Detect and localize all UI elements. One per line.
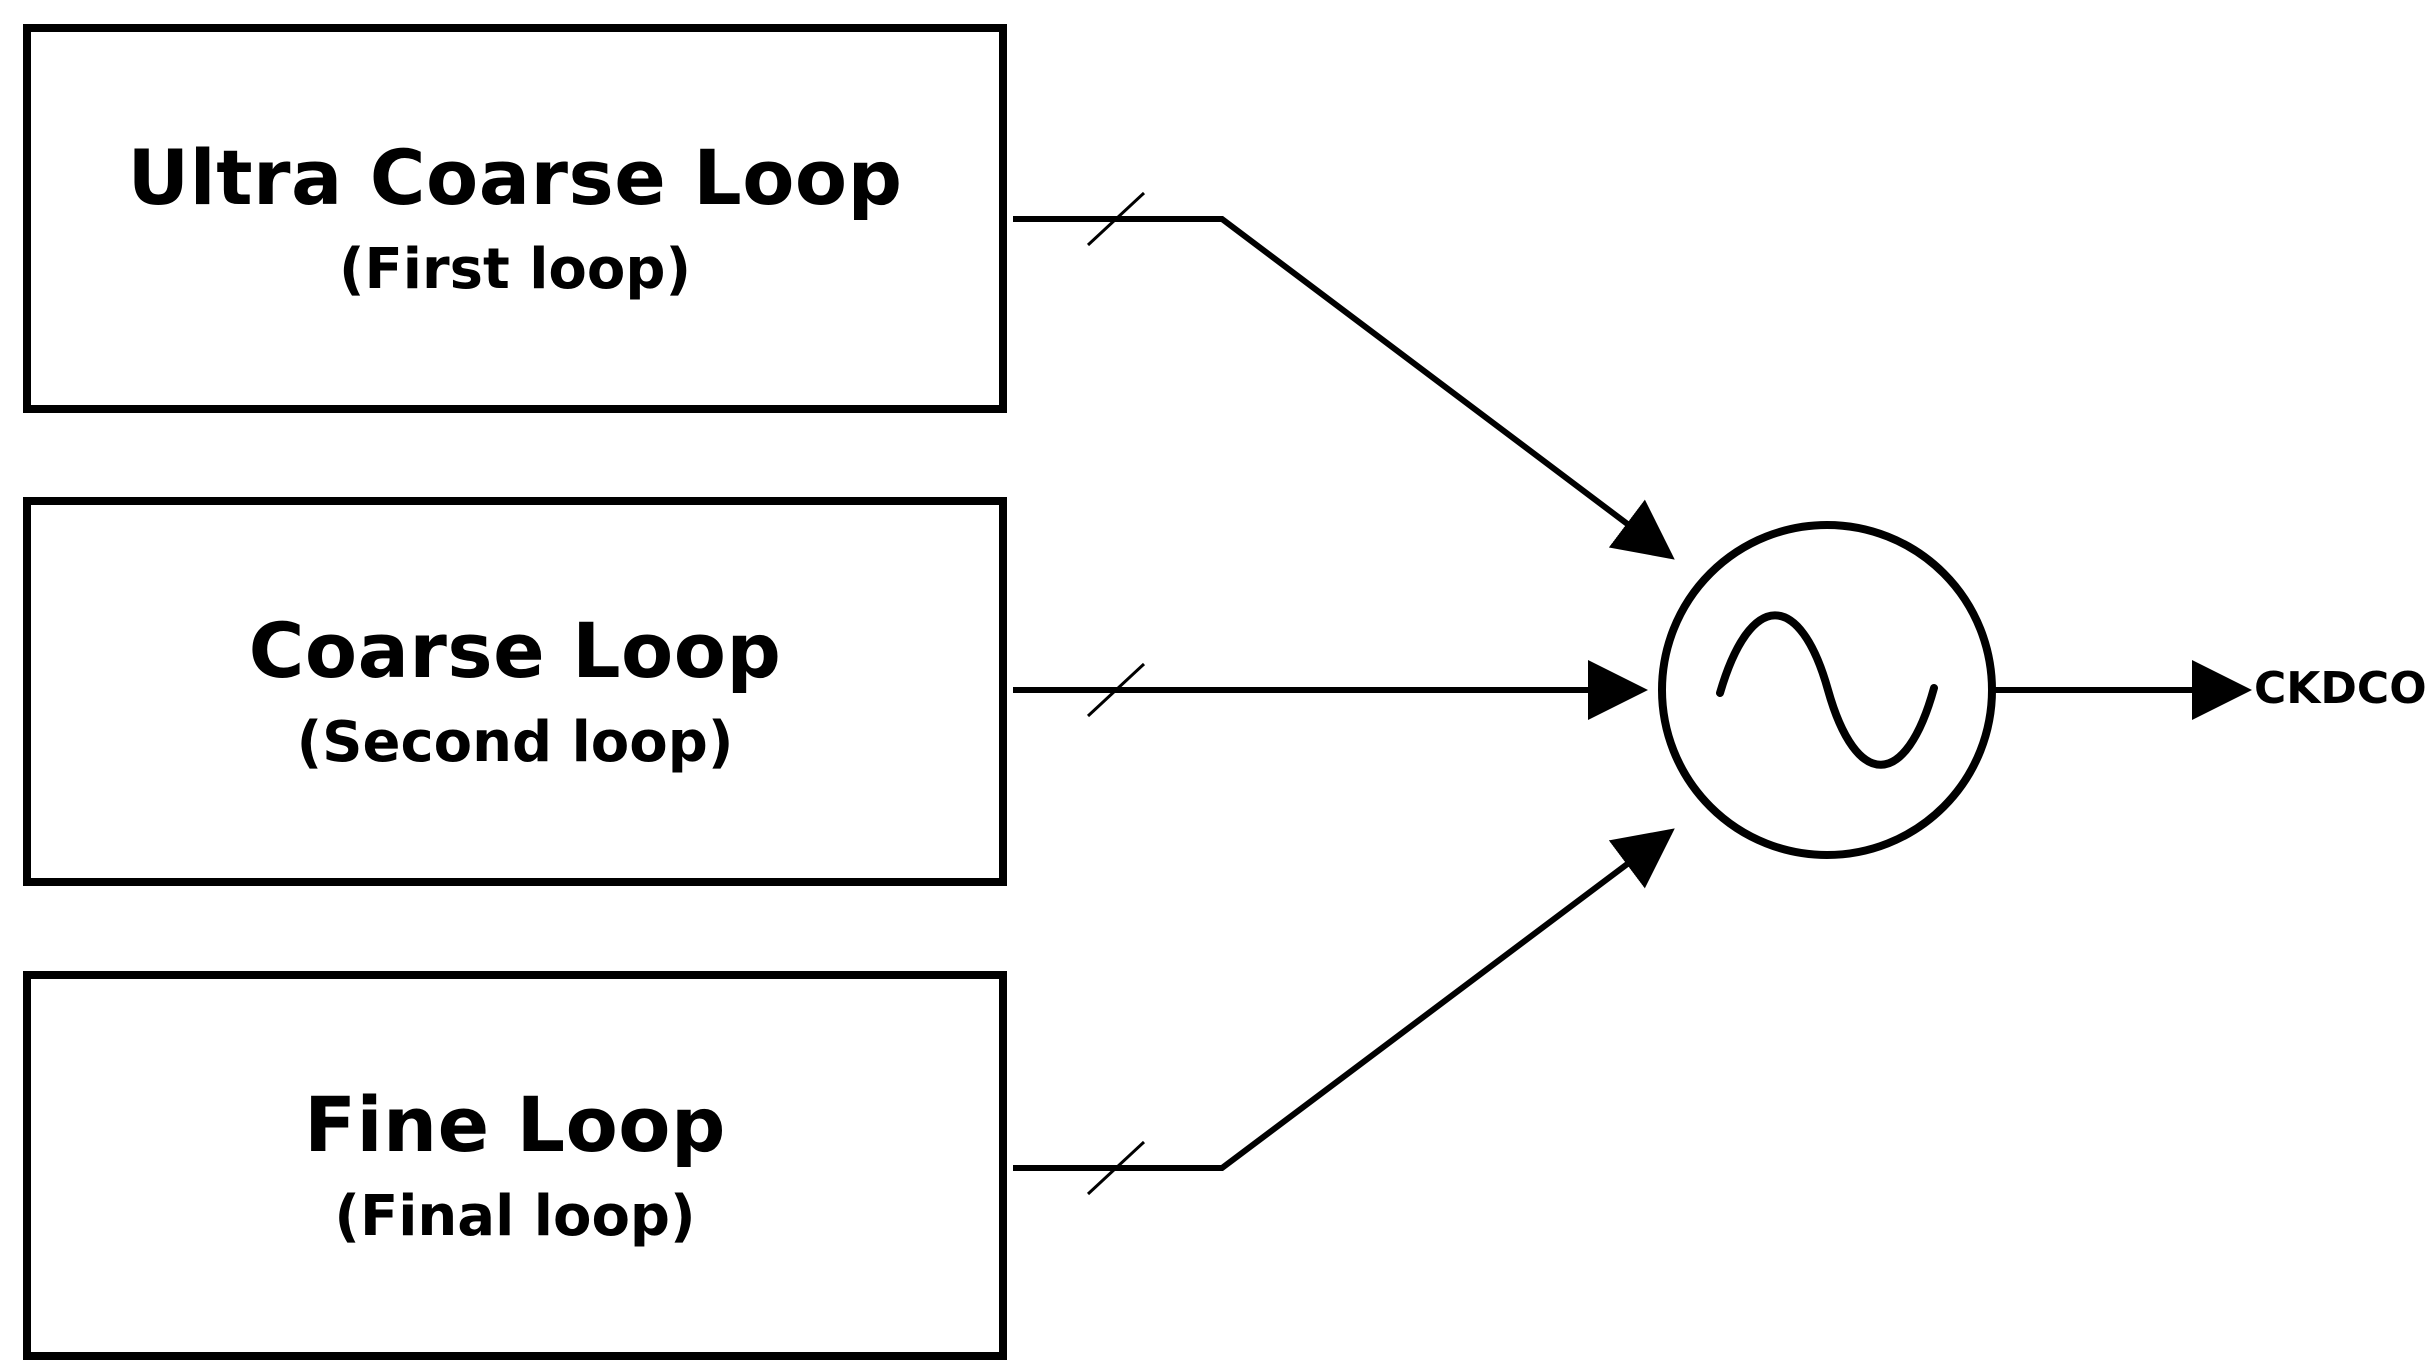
ultra-coarse-bus-slash: [1086, 191, 1146, 247]
block-title: Coarse Loop: [248, 606, 782, 696]
block-title: Fine Loop: [304, 1080, 726, 1170]
fine-bus-slash: [1086, 1140, 1146, 1196]
block-subtitle: (Second loop): [296, 709, 734, 775]
ultra-coarse-loop-block: Ultra Coarse Loop (First loop): [23, 24, 1007, 413]
output-label: CKDCO: [2254, 663, 2427, 714]
oscillator: [1658, 521, 1996, 859]
coarse-loop-block: Coarse Loop (Second loop): [23, 497, 1007, 886]
block-subtitle: (Final loop): [334, 1183, 696, 1249]
block-subtitle: (First loop): [338, 236, 692, 302]
ultra-coarse-bus-line: [1013, 216, 1675, 560]
fine-loop-block: Fine Loop (Final loop): [23, 971, 1007, 1360]
block-title: Ultra Coarse Loop: [127, 133, 903, 223]
coarse-bus-slash: [1086, 662, 1146, 718]
fine-bus-line: [1013, 828, 1675, 1171]
sine-wave-icon: [1716, 611, 1938, 769]
